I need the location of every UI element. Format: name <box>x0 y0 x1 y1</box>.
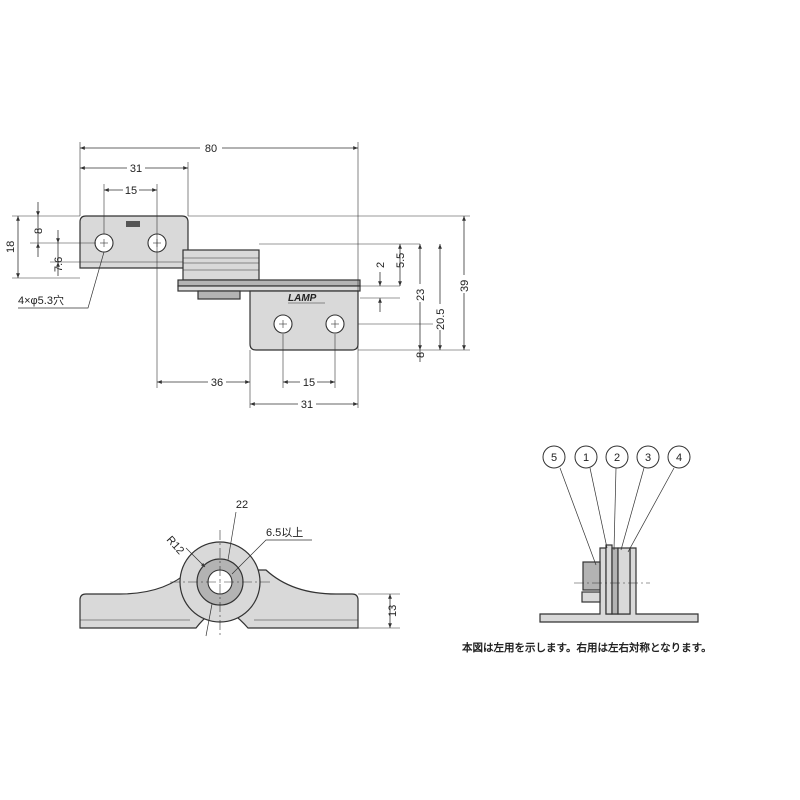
dim-22: 22 <box>236 499 248 511</box>
hinge-knuckle <box>182 249 260 281</box>
pivot-block <box>197 290 241 300</box>
pivot-strip <box>177 279 361 287</box>
dim-15-top: 15 <box>125 185 137 197</box>
dim-2: 2 <box>375 262 387 268</box>
dim-bore: 6.5以上 <box>266 526 303 539</box>
dim-5-5: 5.5 <box>395 253 407 268</box>
callout-2: 2 <box>605 445 629 551</box>
assembly-view: 5 1 2 3 4 本図は左用を示します。右用は左右対称となります。 <box>462 445 712 654</box>
callout-3: 3 <box>620 445 660 551</box>
svg-text:5: 5 <box>551 452 557 464</box>
dim-8-left: 8 <box>33 228 45 234</box>
svg-text:3: 3 <box>645 452 651 464</box>
dim-7-6: 7.6 <box>53 257 65 272</box>
dim-13: 13 <box>387 605 399 617</box>
dim-31-top: 31 <box>130 163 142 175</box>
dim-80-label: 80 <box>205 143 217 155</box>
svg-text:1: 1 <box>583 452 589 464</box>
callout-5: 5 <box>542 445 597 566</box>
callout-1: 1 <box>574 445 608 549</box>
side-view: 22 R12 6.5以上 13 <box>79 499 400 637</box>
assembly-note: 本図は左用を示します。右用は左右対称となります。 <box>462 641 712 654</box>
svg-text:2: 2 <box>614 452 620 464</box>
dim-15-bottom: 15 <box>303 377 315 389</box>
dim-20-5: 20.5 <box>435 309 447 330</box>
dim-23: 23 <box>415 289 427 301</box>
top-view: LAMP 80 31 15 <box>5 141 471 411</box>
dim-18: 18 <box>5 241 17 253</box>
dim-31-bottom: 31 <box>301 399 313 411</box>
part-2-washer <box>611 547 619 615</box>
brand-logo: LAMP <box>288 293 317 304</box>
part-1-plate <box>605 544 613 615</box>
left-mount-plate <box>79 215 189 269</box>
dim-r12: R12 <box>164 534 186 557</box>
part-5-bushing <box>582 561 601 591</box>
dim-39: 39 <box>459 280 471 292</box>
part-3-disc <box>617 547 631 615</box>
dim-36: 36 <box>211 377 223 389</box>
callout-4: 4 <box>627 445 691 553</box>
part-5-bushing-lower <box>581 591 601 603</box>
svg-text:4: 4 <box>676 452 682 464</box>
pivot-strip-lower <box>177 285 361 292</box>
hole-spec-label: 4×φ5.3穴 <box>18 293 64 307</box>
stamp-mark <box>126 221 140 227</box>
dim-8-right: 8 <box>415 352 427 358</box>
